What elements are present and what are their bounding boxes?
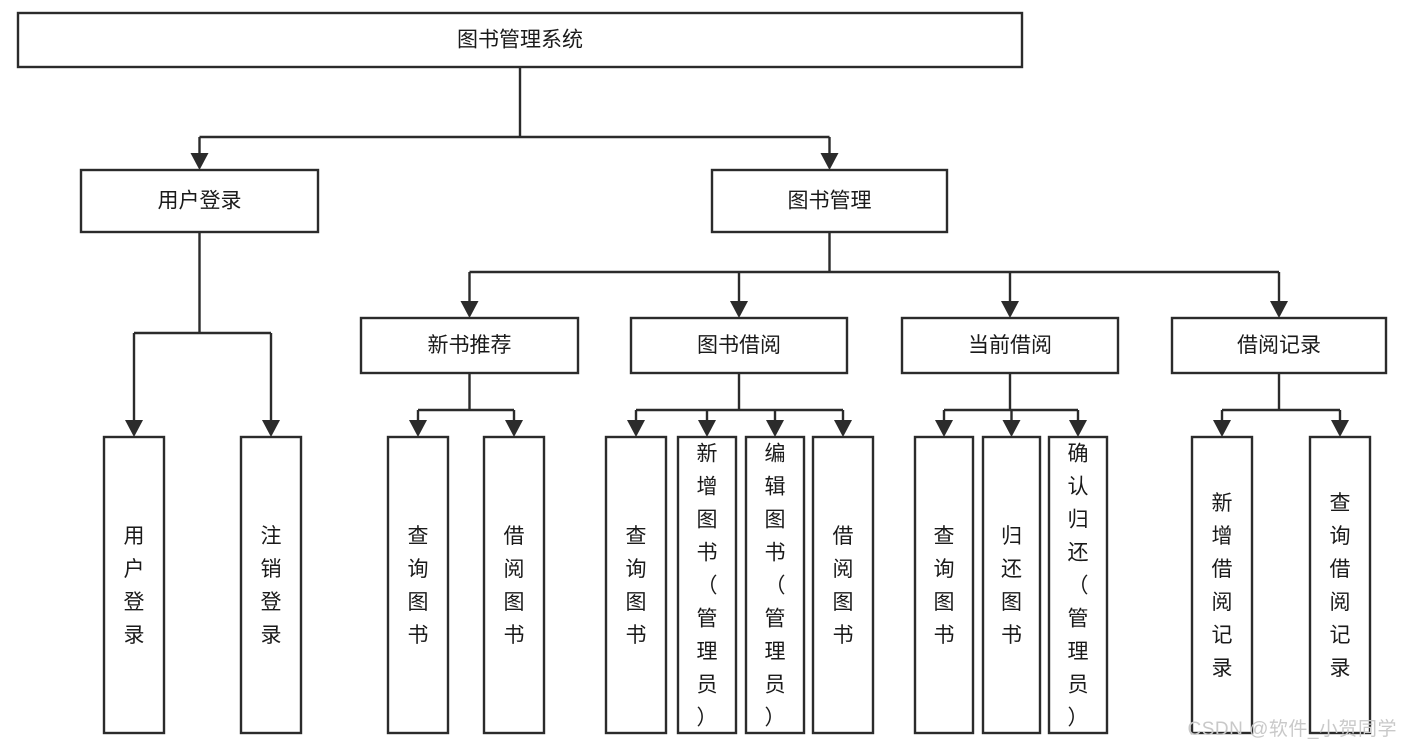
node-leaf-return-book[interactable]: 归还图书 [981, 435, 1042, 735]
connectors-layer [125, 67, 1349, 437]
node-box-leaf-query-book-recommend [386, 435, 450, 735]
node-leaf-query-book-current[interactable]: 查询图书 [913, 435, 975, 735]
node-box-book-borrow [629, 316, 849, 375]
node-label-leaf-query-book-borrow: 查询图书 [626, 525, 647, 647]
node-label-leaf-borrow-book-recommend: 借阅图书 [504, 525, 525, 647]
arrow-to-leaf-add-borrow-record [1213, 420, 1231, 437]
node-label-leaf-user-logout: 注销登录 [261, 525, 282, 647]
node-box-current-borrow [900, 316, 1120, 375]
node-label-new-book-recommend: 新书推荐 [428, 334, 512, 357]
node-box-leaf-query-borrow-record [1308, 435, 1372, 735]
node-label-borrow-records: 借阅记录 [1237, 334, 1321, 357]
node-label-leaf-borrow-book: 借阅图书 [833, 525, 854, 647]
watermark-label: CSDN @软件_小贺同学 [1187, 719, 1397, 740]
node-box-root [16, 11, 1024, 69]
node-box-leaf-add-book-admin [676, 435, 738, 735]
arrow-to-leaf-query-book-current [935, 420, 953, 437]
node-leaf-query-book-recommend[interactable]: 查询图书 [386, 435, 450, 735]
arrow-to-leaf-query-book-borrow [627, 420, 645, 437]
node-leaf-borrow-book-recommend[interactable]: 借阅图书 [482, 435, 546, 735]
arrow-to-leaf-query-borrow-record [1331, 420, 1349, 437]
arrow-to-new-book-recommend [460, 301, 479, 318]
arrow-to-leaf-return-book [1002, 420, 1021, 437]
arrow-to-leaf-confirm-return-admin [1069, 420, 1087, 437]
node-leaf-confirm-return-admin[interactable]: 确认归还（管理员） [1047, 435, 1109, 735]
node-box-leaf-return-book [981, 435, 1042, 735]
arrow-to-book-borrow [730, 301, 748, 318]
arrow-to-book-management [820, 153, 839, 170]
node-label-leaf-query-book-recommend: 查询图书 [408, 525, 429, 647]
arrow-to-leaf-borrow-book-recommend [505, 420, 523, 437]
node-box-borrow-records [1170, 316, 1388, 375]
node-label-leaf-add-borrow-record: 新增借阅记录 [1212, 492, 1233, 680]
node-leaf-user-logout[interactable]: 注销登录 [239, 435, 303, 735]
node-box-leaf-confirm-return-admin [1047, 435, 1109, 735]
arrow-to-leaf-add-book-admin [698, 420, 716, 437]
node-new-book-recommend[interactable]: 新书推荐 [359, 316, 580, 375]
node-label-user-login: 用户登录 [158, 190, 242, 213]
node-label-leaf-add-book-admin: 新增图书（管理员） [697, 442, 718, 729]
node-leaf-add-borrow-record[interactable]: 新增借阅记录 [1190, 435, 1254, 735]
node-leaf-add-book-admin[interactable]: 新增图书（管理员） [676, 435, 738, 735]
node-label-leaf-return-book: 归还图书 [1001, 525, 1022, 647]
node-box-leaf-borrow-book-recommend [482, 435, 546, 735]
node-leaf-query-book-borrow[interactable]: 查询图书 [604, 435, 668, 735]
node-book-borrow[interactable]: 图书借阅 [629, 316, 849, 375]
node-label-current-borrow: 当前借阅 [968, 334, 1052, 357]
node-box-leaf-user-login [102, 435, 166, 735]
arrow-to-leaf-query-book-recommend [409, 420, 427, 437]
node-box-leaf-user-logout [239, 435, 303, 735]
node-box-leaf-add-borrow-record [1190, 435, 1254, 735]
nodes-layer: 图书管理系统用户登录图书管理新书推荐图书借阅当前借阅借阅记录用户登录注销登录查询… [16, 11, 1388, 735]
node-box-leaf-borrow-book [811, 435, 875, 735]
arrow-to-user-login [190, 153, 209, 170]
node-box-leaf-edit-book-admin [744, 435, 806, 735]
arrow-to-leaf-edit-book-admin [766, 420, 784, 437]
arrow-to-borrow-records [1270, 301, 1288, 318]
node-current-borrow[interactable]: 当前借阅 [900, 316, 1120, 375]
node-label-leaf-query-book-current: 查询图书 [934, 525, 955, 647]
arrow-to-current-borrow [1001, 301, 1019, 318]
node-leaf-query-borrow-record[interactable]: 查询借阅记录 [1308, 435, 1372, 735]
node-box-book-management [710, 168, 949, 234]
node-leaf-edit-book-admin[interactable]: 编辑图书（管理员） [744, 435, 806, 735]
node-label-root: 图书管理系统 [457, 29, 583, 52]
node-label-book-borrow: 图书借阅 [697, 334, 781, 357]
node-label-leaf-query-borrow-record: 查询借阅记录 [1330, 492, 1351, 680]
node-label-leaf-confirm-return-admin: 确认归还（管理员） [1068, 442, 1089, 729]
node-leaf-borrow-book[interactable]: 借阅图书 [811, 435, 875, 735]
arrow-to-leaf-borrow-book [834, 420, 852, 437]
node-box-new-book-recommend [359, 316, 580, 375]
node-leaf-user-login[interactable]: 用户登录 [102, 435, 166, 735]
node-box-leaf-query-book-current [913, 435, 975, 735]
node-root[interactable]: 图书管理系统 [16, 11, 1024, 69]
node-label-leaf-user-login: 用户登录 [124, 525, 145, 647]
node-label-leaf-edit-book-admin: 编辑图书（管理员） [765, 442, 786, 729]
node-user-login[interactable]: 用户登录 [79, 168, 320, 234]
node-box-user-login [79, 168, 320, 234]
node-borrow-records[interactable]: 借阅记录 [1170, 316, 1388, 375]
node-book-management[interactable]: 图书管理 [710, 168, 949, 234]
arrow-to-leaf-user-logout [262, 420, 280, 437]
arrow-to-leaf-user-login [125, 420, 143, 437]
node-box-leaf-query-book-borrow [604, 435, 668, 735]
node-label-book-management: 图书管理 [788, 190, 872, 213]
